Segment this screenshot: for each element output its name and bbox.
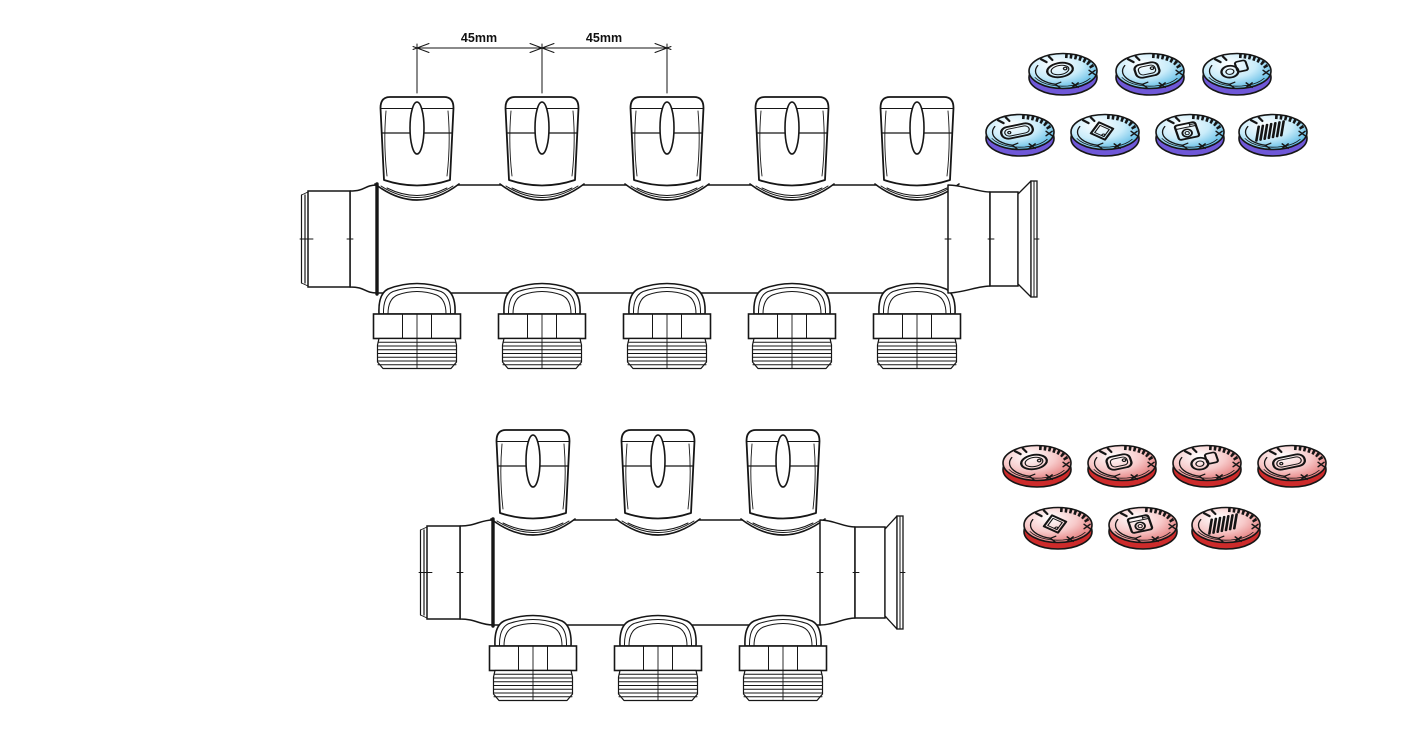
valve-saucer	[749, 183, 835, 201]
valve-saucer	[740, 518, 826, 536]
threaded-outlet	[747, 282, 837, 370]
valve-cap-blue-radiator	[1238, 113, 1308, 157]
valve-cap-blue-shower	[1070, 113, 1140, 157]
manifold-3-port	[418, 429, 906, 702]
valve-saucer	[490, 518, 576, 536]
valve-cap-blue-bathtub	[985, 113, 1055, 157]
valve-cap-blue-toilet	[1202, 52, 1272, 96]
threaded-outlet	[738, 614, 828, 702]
threaded-outlet	[622, 282, 712, 370]
valve-cap-blue-sink	[1028, 52, 1098, 96]
threaded-outlet	[872, 282, 962, 370]
dimension-label-right: 45mm	[586, 31, 622, 45]
valve-knob	[379, 96, 455, 187]
valve-cap-blue-bidet	[1115, 52, 1185, 96]
valve-knob	[495, 429, 571, 520]
threaded-outlet	[488, 614, 578, 702]
dimension-annotation: 45mm 45mm	[412, 31, 672, 94]
right-end-fitting	[816, 515, 906, 630]
valve-cap-blue-washing-machine	[1155, 113, 1225, 157]
valve-cap-red-sink	[1002, 444, 1072, 488]
valve-knob	[745, 429, 821, 520]
valve-saucer	[615, 518, 701, 536]
threaded-outlet	[613, 614, 703, 702]
valve-cap-red-toilet	[1172, 444, 1242, 488]
threaded-outlet	[497, 282, 587, 370]
valve-knob	[629, 96, 705, 187]
valve-knob	[879, 96, 955, 187]
valve-cap-red-shower	[1023, 506, 1093, 550]
valve-saucer	[624, 183, 710, 201]
valve-knob	[754, 96, 830, 187]
valve-cap-red-bidet	[1087, 444, 1157, 488]
valve-cap-red-radiator	[1191, 506, 1261, 550]
manifold-5-port	[299, 96, 1040, 370]
threaded-outlet	[372, 282, 462, 370]
valve-cap-red-washing-machine	[1108, 506, 1178, 550]
valve-knob	[620, 429, 696, 520]
right-end-fitting	[944, 180, 1040, 298]
valve-cap-set-blue	[985, 52, 1308, 157]
valve-cap-red-bathtub	[1257, 444, 1327, 488]
valve-saucer	[374, 183, 460, 201]
dimension-label-left: 45mm	[461, 31, 497, 45]
valve-saucer	[499, 183, 585, 201]
valve-cap-set-red	[1002, 444, 1327, 550]
left-end-fitting	[299, 184, 378, 294]
valve-knob	[504, 96, 580, 187]
left-end-fitting	[418, 519, 494, 626]
